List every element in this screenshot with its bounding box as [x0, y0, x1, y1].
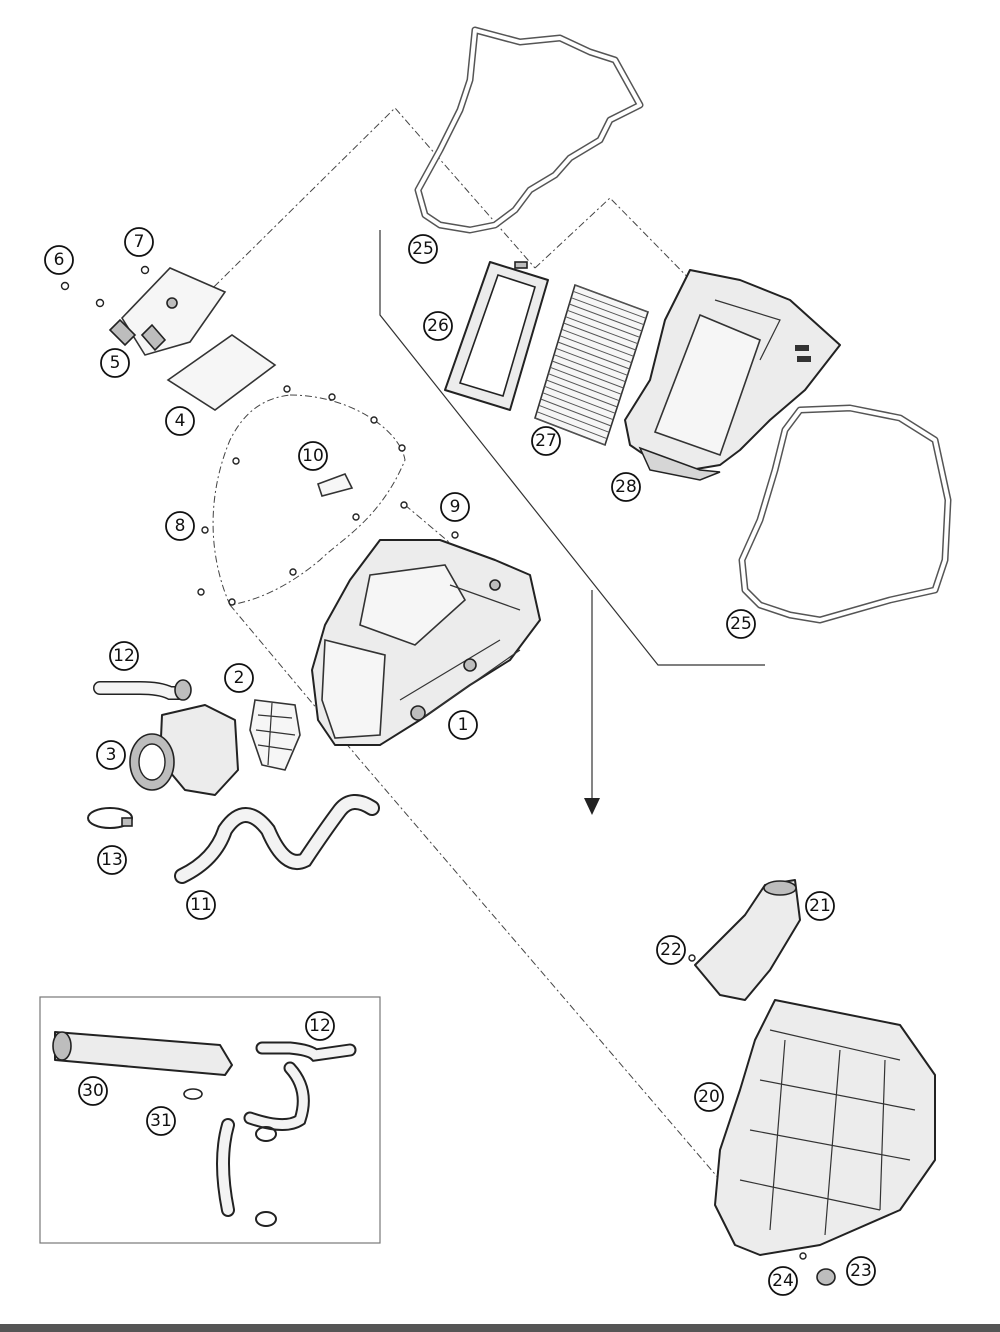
callout-12-top-label: 12 — [113, 646, 135, 666]
callout-21: 21 — [805, 891, 835, 921]
callout-11-label: 11 — [190, 895, 212, 915]
bracket-10 — [316, 473, 354, 497]
filter-pleat — [540, 398, 612, 427]
callout-12-top: 12 — [109, 641, 139, 671]
callout-13: 13 — [97, 845, 127, 875]
filter-pleat — [563, 322, 636, 351]
bottom-border-bar — [0, 1324, 1000, 1332]
callout-6: 6 — [44, 245, 74, 275]
snorkel-21 — [694, 879, 801, 1001]
gasket-4 — [166, 334, 277, 411]
intake-boot-3 — [129, 704, 239, 796]
filter-pleat — [567, 309, 640, 338]
callout-30-label: 30 — [82, 1081, 104, 1101]
callout-12-inset-label: 12 — [309, 1016, 331, 1036]
callout-5-label: 5 — [110, 353, 121, 373]
callout-23-label: 23 — [850, 1261, 872, 1281]
filter-pleat — [542, 392, 614, 421]
callout-25-right: 25 — [726, 609, 756, 639]
callout-31-label: 31 — [150, 1111, 172, 1131]
filter-pleat — [538, 404, 610, 433]
callout-27: 27 — [531, 426, 561, 456]
filter-pleat — [561, 328, 634, 357]
callout-8: 8 — [165, 511, 195, 541]
clamp-13 — [87, 807, 133, 829]
filter-pleat — [553, 354, 626, 383]
filter-pleat — [557, 341, 630, 370]
callout-8-label: 8 — [175, 516, 186, 536]
screws — [60, 265, 807, 1260]
callout-7: 7 — [124, 227, 154, 257]
callout-28-label: 28 — [615, 477, 637, 497]
airbox-1 — [311, 539, 541, 746]
callout-10: 10 — [298, 441, 328, 471]
filter-pleat — [551, 360, 624, 389]
filter-housing-28 — [624, 269, 841, 481]
callout-2: 2 — [224, 663, 254, 693]
callout-26-label: 26 — [427, 316, 449, 336]
callout-22: 22 — [656, 935, 686, 965]
grille-2 — [249, 699, 301, 771]
filter-pleat — [550, 366, 622, 395]
callout-23: 23 — [846, 1256, 876, 1286]
callout-3: 3 — [96, 740, 126, 770]
callout-24: 24 — [768, 1266, 798, 1296]
callout-25-right-label: 25 — [730, 614, 752, 634]
callout-10-label: 10 — [302, 446, 324, 466]
callout-3-label: 3 — [106, 745, 117, 765]
filter-pleat — [544, 385, 616, 414]
callout-25-top: 25 — [408, 234, 438, 264]
callout-6-label: 6 — [54, 250, 65, 270]
filter-pleat — [546, 379, 618, 408]
callout-30: 30 — [78, 1076, 108, 1106]
callout-2-label: 2 — [234, 668, 245, 688]
filter-pleat — [569, 303, 643, 332]
filter-pleat — [534, 417, 606, 446]
callout-9: 9 — [440, 492, 470, 522]
filter-pleat — [574, 284, 649, 313]
callout-13-label: 13 — [101, 850, 123, 870]
callout-1: 1 — [448, 710, 478, 740]
hose-12-top — [93, 679, 192, 701]
lower-housing-20 — [714, 999, 936, 1256]
plug-23 — [816, 1268, 836, 1286]
callout-1-label: 1 — [458, 715, 469, 735]
gasket-25-right — [738, 404, 952, 624]
callout-26: 26 — [423, 311, 453, 341]
callout-25-top-label: 25 — [412, 239, 434, 259]
air-filter-27 — [534, 283, 649, 447]
filter-pleat — [536, 411, 608, 440]
callout-31: 31 — [146, 1106, 176, 1136]
callout-20: 20 — [694, 1082, 724, 1112]
filter-pleat — [548, 373, 620, 402]
filter-pleat — [559, 335, 632, 364]
callout-5: 5 — [100, 348, 130, 378]
assembly-lines — [149, 107, 765, 1181]
callout-7-label: 7 — [134, 232, 145, 252]
callout-4-label: 4 — [175, 411, 186, 431]
callout-9-label: 9 — [450, 497, 461, 517]
callout-12-inset: 12 — [305, 1011, 335, 1041]
callout-27-label: 27 — [535, 431, 557, 451]
filter-pleat — [571, 297, 645, 326]
filter-pleat — [572, 290, 647, 319]
cover-plate-5 — [108, 267, 227, 356]
filter-frame-26 — [444, 261, 549, 411]
callout-20-label: 20 — [698, 1087, 720, 1107]
gasket-25-top — [414, 26, 644, 234]
hose-11 — [174, 794, 380, 884]
filter-pleat — [555, 347, 628, 376]
callout-4: 4 — [165, 406, 195, 436]
callout-24-label: 24 — [772, 1271, 794, 1291]
inset-panel — [39, 996, 381, 1244]
callout-22-label: 22 — [660, 940, 682, 960]
filter-pleat — [565, 316, 638, 345]
callout-11: 11 — [186, 890, 216, 920]
callout-28: 28 — [611, 472, 641, 502]
callout-21-label: 21 — [809, 896, 831, 916]
callouts: 1 2 3 4 5 6 7 8 9 10 11 12 12 13 20 21 2… — [44, 227, 876, 1296]
